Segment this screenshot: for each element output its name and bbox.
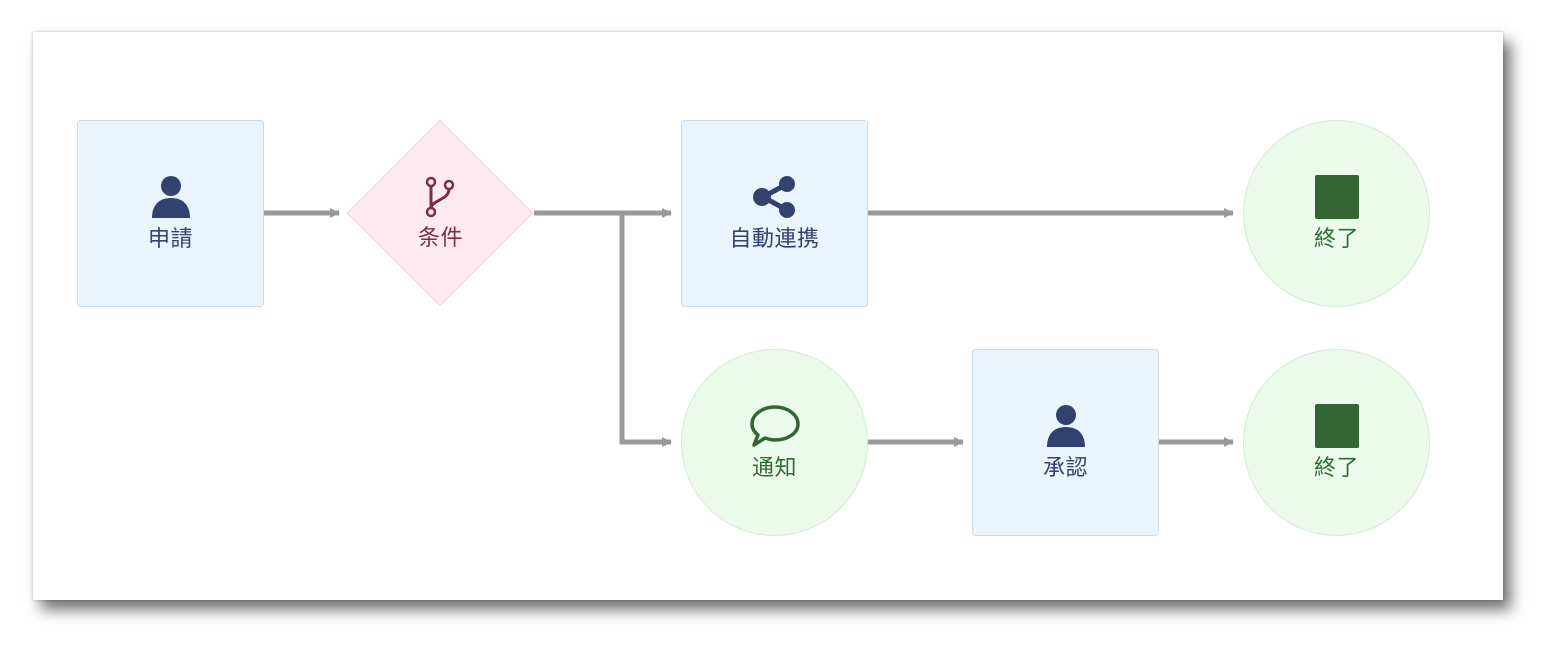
comment-icon: [749, 404, 800, 447]
node-label: 条件: [417, 225, 463, 251]
node-label: 自動連携: [729, 226, 820, 252]
branch-icon: [426, 176, 455, 217]
node-label: 終了: [1313, 455, 1359, 481]
node-end-2[interactable]: 終了: [1243, 349, 1430, 536]
node-end-1[interactable]: 終了: [1243, 120, 1430, 307]
share-icon: [752, 175, 795, 218]
user-icon: [151, 175, 190, 218]
edges-layer: [263, 208, 1234, 447]
node-label: 通知: [751, 455, 797, 481]
node-label: 申請: [147, 226, 193, 252]
node-approve[interactable]: 承認: [972, 349, 1159, 536]
edge-cond-notify: [619, 213, 672, 447]
stop-icon: [1314, 174, 1359, 219]
node-apply[interactable]: 申請: [77, 120, 264, 307]
node-label: 承認: [1042, 455, 1088, 481]
stop-icon: [1314, 403, 1359, 448]
node-auto-integration[interactable]: 自動連携: [681, 120, 868, 307]
diagram-canvas: 申請 条件 自動連携 終了: [33, 32, 1503, 600]
node-notify[interactable]: 通知: [681, 349, 868, 536]
user-icon: [1046, 404, 1085, 447]
node-label: 終了: [1313, 226, 1359, 252]
node-condition[interactable]: 条件: [346, 119, 534, 307]
